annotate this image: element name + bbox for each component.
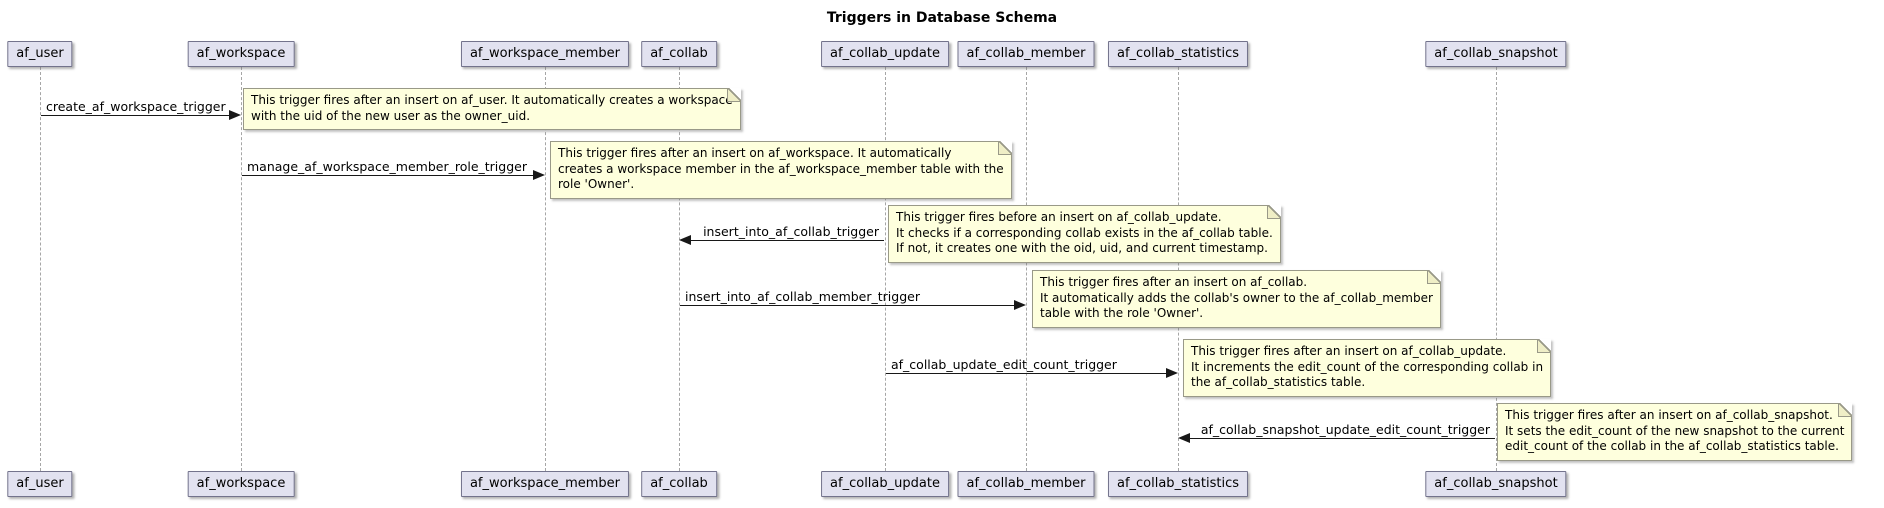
participant-af-user-bottom: af_user <box>7 471 73 497</box>
participant-af-collab-bottom: af_collab <box>641 471 717 497</box>
note-af-collab-update-edit-count-trigger: This trigger fires after an insert on af… <box>1183 339 1552 397</box>
message-line <box>1190 438 1495 439</box>
participant-af-collab-statistics-bottom: af_collab_statistics <box>1107 471 1249 497</box>
message-label-manage-af-workspace-member-role-trigger: manage_af_workspace_member_role_trigger <box>247 159 527 174</box>
note-text: This trigger fires before an insert on a… <box>896 210 1273 255</box>
participant-af-workspace-member-bottom: af_workspace_member <box>460 471 630 497</box>
note-fold-icon <box>997 141 1012 155</box>
participant-af-workspace-member-top: af_workspace_member <box>460 41 630 67</box>
lifeline-af-workspace <box>241 67 242 471</box>
note-af-collab-snapshot-update-edit-count-trigger: This trigger fires after an insert on af… <box>1497 403 1853 461</box>
note-create-af-workspace-trigger: This trigger fires after an insert on af… <box>243 88 741 130</box>
participant-af-workspace-bottom: af_workspace <box>187 471 295 497</box>
participant-af-collab-update-bottom: af_collab_update <box>821 471 949 497</box>
lifeline-af-collab-member <box>1026 67 1027 471</box>
lifeline-af-collab-snapshot <box>1496 67 1497 471</box>
arrowhead-right-icon <box>229 110 241 120</box>
message-label-af-collab-update-edit-count-trigger: af_collab_update_edit_count_trigger <box>891 357 1117 372</box>
participant-af-collab-top: af_collab <box>641 41 717 67</box>
message-label-af-collab-snapshot-update-edit-count-trigger: af_collab_snapshot_update_edit_count_tri… <box>1200 422 1490 437</box>
message-line <box>242 175 533 176</box>
participant-af-workspace-top: af_workspace <box>187 41 295 67</box>
participant-af-collab-snapshot-top: af_collab_snapshot <box>1425 41 1567 67</box>
note-fold-icon <box>726 88 741 102</box>
arrowhead-left-icon <box>679 235 691 245</box>
arrowhead-left-icon <box>1178 433 1190 443</box>
diagram-title: Triggers in Database Schema <box>826 10 1058 26</box>
arrowhead-right-icon <box>1014 300 1026 310</box>
message-line <box>886 373 1166 374</box>
note-fold-icon <box>1266 205 1281 219</box>
message-label-insert-into-af-collab-member-trigger: insert_into_af_collab_member_trigger <box>685 289 920 304</box>
participant-af-collab-statistics-top: af_collab_statistics <box>1107 41 1249 67</box>
participant-af-collab-snapshot-bottom: af_collab_snapshot <box>1425 471 1567 497</box>
note-text: This trigger fires after an insert on af… <box>1191 344 1544 389</box>
message-label-insert-into-af-collab-trigger: insert_into_af_collab_trigger <box>703 224 879 239</box>
lifeline-af-collab-statistics <box>1178 67 1179 471</box>
lifeline-af-collab <box>679 67 680 471</box>
lifeline-af-user <box>40 67 41 471</box>
participant-af-collab-update-top: af_collab_update <box>821 41 949 67</box>
arrowhead-right-icon <box>1166 368 1178 378</box>
lifeline-af-collab-update <box>885 67 886 471</box>
participant-af-user-top: af_user <box>7 41 73 67</box>
note-insert-into-af-collab-trigger: This trigger fires before an insert on a… <box>888 205 1281 263</box>
note-text: This trigger fires after an insert on af… <box>1505 408 1845 453</box>
note-text: This trigger fires after an insert on af… <box>251 93 733 123</box>
note-insert-into-af-collab-member-trigger: This trigger fires after an insert on af… <box>1032 270 1441 328</box>
participant-af-collab-member-top: af_collab_member <box>957 41 1095 67</box>
message-line <box>41 115 229 116</box>
lifeline-af-workspace-member <box>545 67 546 471</box>
arrowhead-right-icon <box>533 170 545 180</box>
note-fold-icon <box>1537 339 1552 353</box>
note-fold-icon <box>1838 403 1853 417</box>
note-text: This trigger fires after an insert on af… <box>1040 275 1433 320</box>
note-fold-icon <box>1426 270 1441 284</box>
message-line <box>680 305 1014 306</box>
message-line <box>691 240 884 241</box>
participant-af-collab-member-bottom: af_collab_member <box>957 471 1095 497</box>
note-manage-af-workspace-member-role-trigger: This trigger fires after an insert on af… <box>550 141 1012 199</box>
note-text: This trigger fires after an insert on af… <box>558 146 1004 191</box>
message-label-create-af-workspace-trigger: create_af_workspace_trigger <box>46 99 226 114</box>
